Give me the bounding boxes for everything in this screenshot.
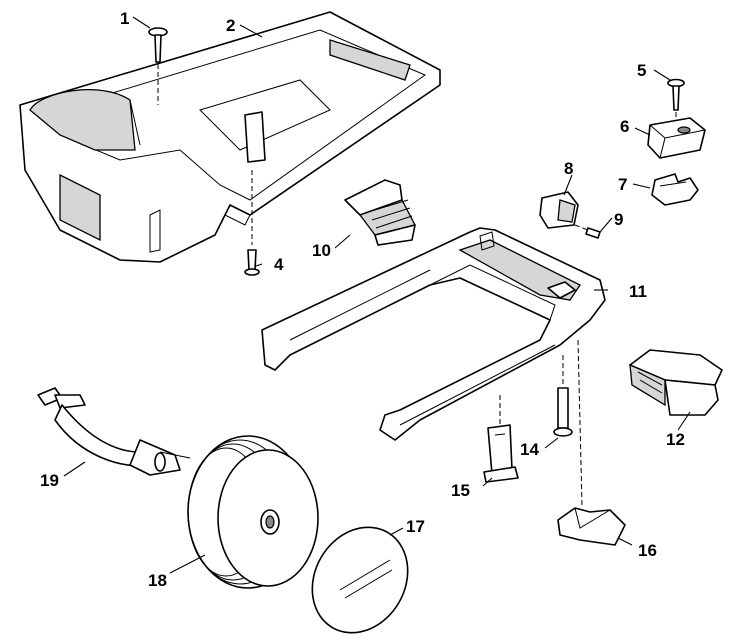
callout-8: 8	[564, 159, 573, 178]
callout-2: 2	[226, 16, 235, 35]
part-10-grip	[344, 179, 416, 246]
callout-10: 10	[312, 241, 331, 260]
callout-11: 11	[629, 282, 647, 301]
callout-7: 7	[618, 175, 627, 194]
part-9-pin	[574, 224, 601, 239]
callout-18: 18	[148, 571, 167, 590]
callout-12: 12	[666, 430, 685, 449]
callout-1: 1	[120, 9, 129, 28]
callout-5: 5	[637, 61, 646, 80]
part-14-pin	[553, 355, 573, 437]
part-11-frame	[261, 227, 606, 441]
part-7-clip	[651, 173, 699, 206]
part-12-grip	[629, 349, 723, 416]
part-4-screw	[244, 170, 260, 276]
callout-6: 6	[620, 117, 629, 136]
callout-9: 9	[614, 210, 623, 229]
callout-17: 17	[406, 517, 425, 536]
callout-14: 14	[520, 440, 539, 459]
part-8-bracket	[539, 191, 579, 229]
leader-lines	[63, 16, 691, 574]
part-18-wheel	[187, 435, 319, 589]
callout-15: 15	[451, 481, 470, 500]
callout-16: 16	[638, 541, 657, 560]
part-2-housing	[19, 11, 441, 263]
part-6-clamp-block	[647, 117, 706, 159]
callout-labels: 1 2 4 5 6 7 8 9 10 11 12 14 15 16 17 18 …	[40, 9, 685, 590]
part-19-axle	[37, 387, 191, 476]
part-17-hubcap	[311, 526, 409, 634]
part-15-bracket	[483, 395, 519, 483]
callout-4: 4	[274, 255, 284, 274]
part-16-clip	[557, 339, 626, 546]
part-1-screw	[148, 27, 168, 105]
part-5-screw	[667, 78, 685, 130]
callout-19: 19	[40, 471, 59, 490]
